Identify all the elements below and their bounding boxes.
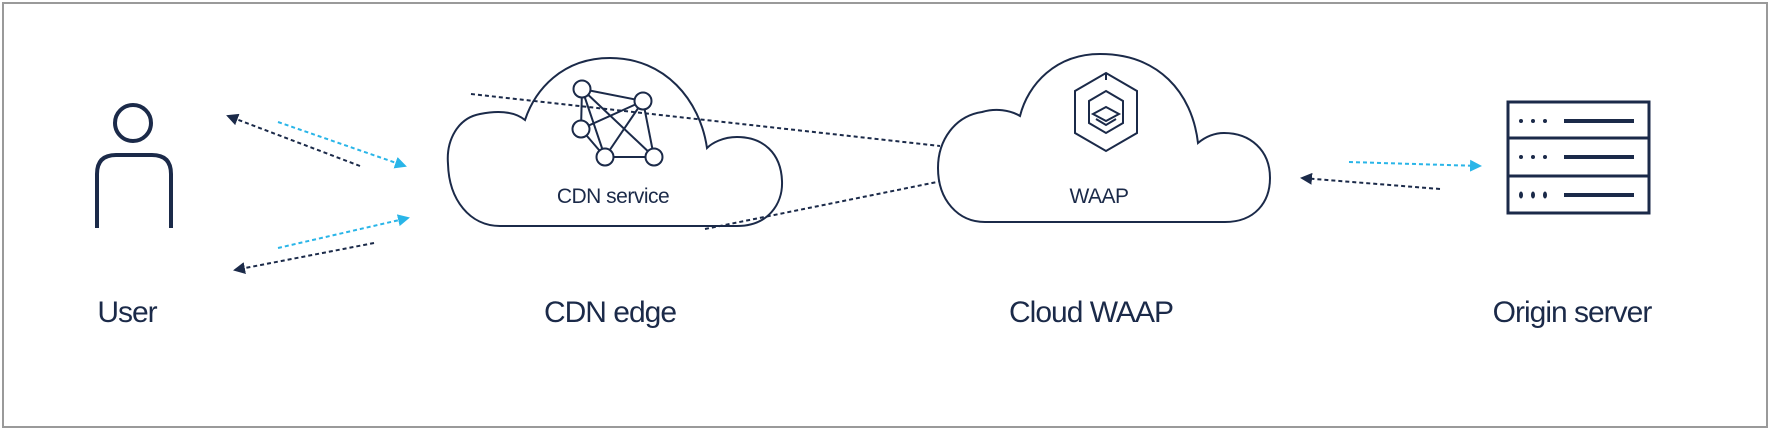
waap-cloud [936,52,1272,223]
network-icon [571,79,664,167]
cdn-waap-connectors [470,93,943,230]
waap-shield-icon [1074,71,1138,153]
response-arrow-origin [1300,172,1441,190]
user-label: User [97,296,157,329]
cdn-service-label: CDN service [557,185,669,208]
origin-server-label: Origin server [1493,296,1653,329]
response-arrow-bottom [233,242,375,274]
server-icon [1506,100,1651,215]
waap-origin-arrows [1300,159,1482,190]
request-arrow-origin [1348,159,1482,172]
user-icon [95,103,173,228]
cloud-waap-label: Cloud WAAP [1009,296,1173,329]
request-arrow-top [277,121,407,169]
waap-label: WAAP [1069,185,1128,208]
user-cdn-arrows [226,113,410,274]
request-arrow-bottom [277,214,410,249]
cdn-edge-label: CDN edge [544,296,676,329]
response-arrow-top [226,113,361,167]
